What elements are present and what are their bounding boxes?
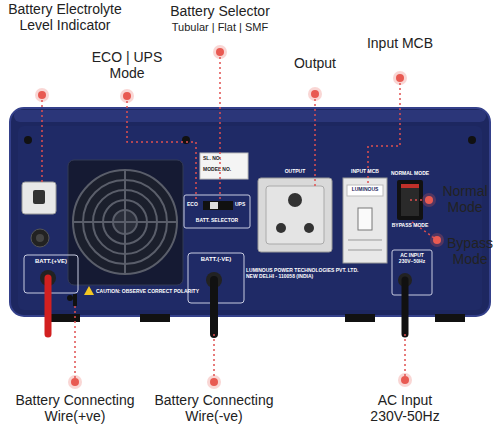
socket-face bbox=[266, 186, 324, 244]
top-edge bbox=[14, 110, 486, 122]
callout-dot-halo bbox=[422, 193, 436, 207]
mcb-label bbox=[347, 185, 383, 196]
panel-marking: ECO bbox=[187, 202, 203, 208]
mcb-detail bbox=[348, 250, 382, 251]
screw bbox=[182, 136, 190, 144]
sticker-text: SL. NO. bbox=[203, 156, 245, 162]
callout-dot-halo bbox=[430, 233, 444, 247]
callout-dot-halo bbox=[68, 375, 82, 389]
mcb bbox=[343, 178, 387, 263]
black-wire bbox=[210, 280, 218, 334]
socket-hole bbox=[276, 223, 286, 233]
callout-dot-halo bbox=[393, 71, 407, 85]
panel-marking: OUTPUT bbox=[265, 169, 325, 175]
callout-label: Output bbox=[280, 56, 350, 72]
panel-marking: AC INPUT 230V~50Hz bbox=[393, 253, 431, 264]
panel-marking: INPUT MCB bbox=[335, 169, 395, 175]
mcb-detail bbox=[348, 240, 382, 241]
fan-grille bbox=[73, 170, 177, 274]
caution-symbol bbox=[84, 286, 94, 295]
callout-dot bbox=[425, 196, 433, 204]
mcb-toggle bbox=[358, 208, 372, 230]
fan-spoke bbox=[124, 170, 126, 274]
slide-switch bbox=[203, 201, 233, 210]
serial-sticker bbox=[200, 153, 248, 179]
black-wire bbox=[73, 294, 77, 306]
callout-dot bbox=[123, 92, 131, 100]
callout-label: ECO | UPS Mode bbox=[82, 50, 172, 81]
leader-line bbox=[41, 95, 43, 182]
callout-dot-halo bbox=[120, 89, 134, 103]
callout-dot bbox=[71, 378, 79, 386]
switch-knob bbox=[210, 202, 218, 209]
callout-dot bbox=[401, 376, 409, 384]
socket-hole bbox=[288, 193, 302, 207]
panel-marking: BATT.(-VE) bbox=[188, 256, 244, 263]
screw bbox=[67, 295, 73, 301]
callout-label: Battery Electrolyte Level Indicator bbox=[0, 2, 140, 33]
callout-label: AC Input 230V-50Hz bbox=[360, 393, 450, 424]
screw bbox=[24, 136, 32, 144]
callout-dot bbox=[210, 378, 218, 386]
callout-label: Normal Mode bbox=[432, 184, 498, 215]
callout-dot bbox=[311, 90, 319, 98]
screw bbox=[468, 136, 476, 144]
switch-frame bbox=[184, 195, 250, 228]
callout-dot bbox=[216, 48, 224, 56]
leader-line bbox=[74, 306, 76, 382]
panel-marking: NORMAL MODE bbox=[390, 171, 430, 177]
callout-dot bbox=[38, 91, 46, 99]
red-wire bbox=[45, 278, 52, 334]
indicator-window bbox=[22, 182, 56, 214]
callout-dot-halo bbox=[207, 375, 221, 389]
brand-text: LUMINOUS bbox=[347, 187, 383, 193]
foot bbox=[435, 314, 465, 322]
panel-marking: CAUTION: OBSERVE CORRECT POLARITY bbox=[96, 289, 196, 295]
callout-label: Battery Connecting Wire(+ve) bbox=[5, 393, 145, 424]
callout-label: Battery Selector bbox=[160, 4, 280, 20]
indicator-socket bbox=[36, 234, 44, 242]
callout-dot-halo bbox=[308, 87, 322, 101]
panel-marking: LUMINOUS POWER TECHNOLOGIES PVT. LTD. NE… bbox=[246, 268, 371, 279]
callout-dot-halo bbox=[213, 45, 227, 59]
panel-marking: BATT.(+VE) bbox=[24, 258, 78, 265]
callout-dot bbox=[433, 236, 441, 244]
leader-line bbox=[314, 94, 316, 186]
ac-cable bbox=[402, 280, 409, 334]
socket-hole bbox=[304, 223, 314, 233]
callout-label: Input MCB bbox=[355, 36, 445, 52]
panel-marking: BATT. SELECTOR bbox=[184, 218, 250, 224]
rear-panel bbox=[18, 126, 482, 310]
leader-line bbox=[213, 334, 215, 382]
foot bbox=[140, 314, 170, 322]
indicator-icon bbox=[33, 190, 45, 204]
leader-line bbox=[219, 52, 221, 200]
callout-label: Battery Connecting Wire(-ve) bbox=[144, 393, 284, 424]
output-socket bbox=[258, 178, 332, 252]
panel-marking: UPS bbox=[235, 202, 251, 208]
callout-dot bbox=[396, 74, 404, 82]
indicator-socket bbox=[31, 229, 49, 247]
sticker-text: MODEL NO. bbox=[203, 167, 245, 173]
panel-marking: BYPASS MODE bbox=[390, 223, 430, 229]
callout-dot-halo bbox=[398, 373, 412, 387]
leader-line bbox=[127, 96, 196, 200]
rocker-mark bbox=[401, 184, 419, 188]
foot bbox=[345, 314, 375, 322]
ac-input-frame bbox=[392, 250, 432, 295]
callout-label: Bypass Mode bbox=[442, 236, 498, 267]
fan-housing bbox=[68, 160, 183, 285]
callout-label: Tubular | Flat | SMF bbox=[150, 21, 290, 33]
inverter-body bbox=[10, 108, 490, 316]
callout-dot-halo bbox=[35, 88, 49, 102]
